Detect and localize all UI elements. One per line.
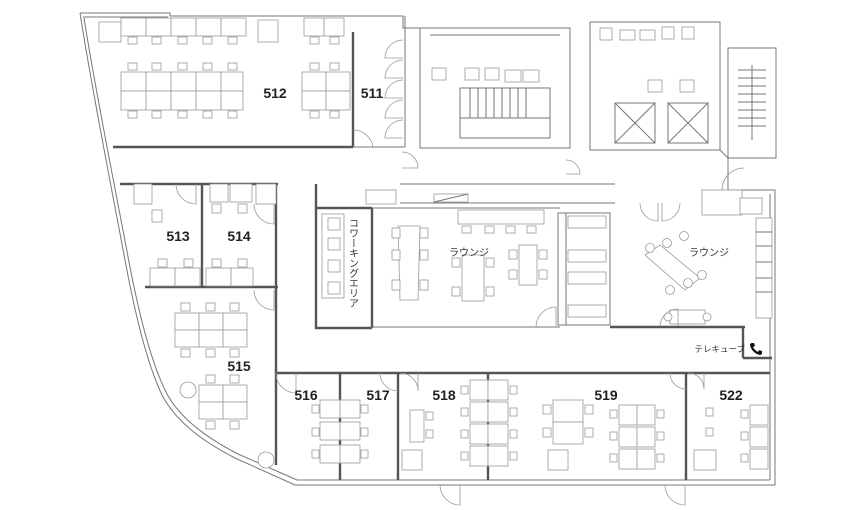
block-515 <box>174 287 278 469</box>
lounge-booths <box>557 212 611 326</box>
block-513-514 <box>120 182 278 289</box>
room-517-label: 517 <box>366 387 390 403</box>
lounge-right-label: ラウンジ <box>689 247 729 259</box>
door-core-west <box>401 151 419 169</box>
room-512-label: 512 <box>263 85 287 101</box>
coworking-area-label: コワーキングエリア <box>347 218 359 308</box>
room-514-label: 514 <box>227 228 251 244</box>
room-522-label: 522 <box>719 387 743 403</box>
room-511-label: 511 <box>361 85 384 101</box>
block-coworking-lounge <box>314 167 773 360</box>
room-513-label: 513 <box>166 228 190 244</box>
building-core <box>419 21 777 191</box>
desks-512-top <box>98 17 345 43</box>
outer-shell <box>79 12 776 486</box>
doors-511 <box>352 39 404 148</box>
room-516-label: 516 <box>294 387 318 403</box>
door-core-east <box>565 159 581 175</box>
room-519-label: 519 <box>594 387 618 403</box>
lounge-right-furniture <box>644 189 773 328</box>
stair-treads-right <box>738 65 766 140</box>
stair-treads-left <box>460 88 550 119</box>
lounge-left-label: ラウンジ <box>449 247 489 259</box>
block-south-rooms <box>275 371 770 506</box>
room-518-label: 518 <box>432 387 456 403</box>
coworking-booths <box>321 213 345 299</box>
room-515-label: 515 <box>227 358 251 374</box>
block-512-511 <box>98 16 406 149</box>
telecube-label: テレキューブ <box>695 344 746 355</box>
phone-icon <box>750 343 762 355</box>
lounge-left-furniture <box>391 209 548 302</box>
chairs-512 <box>127 36 340 119</box>
table-512-main <box>120 71 351 111</box>
elevators <box>614 102 709 144</box>
